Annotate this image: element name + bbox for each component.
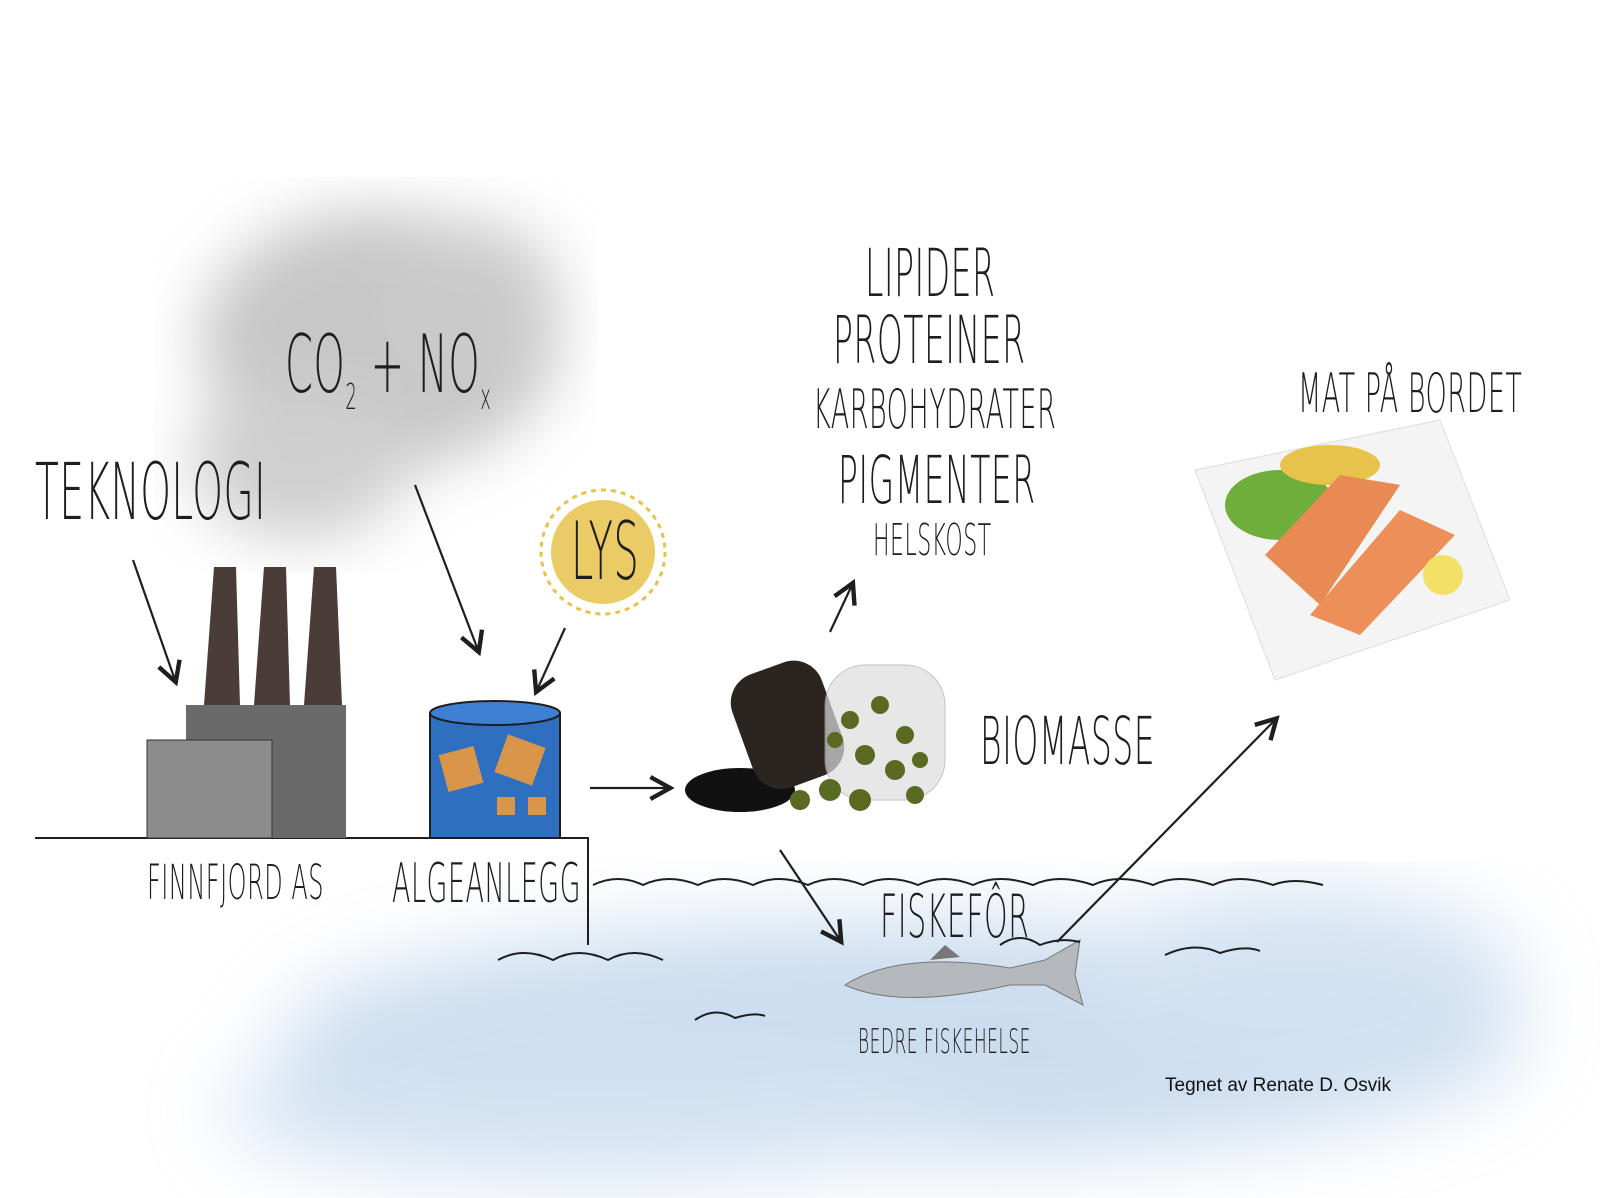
co2-label: CO [285, 318, 346, 411]
co2-subscript: 2 [345, 377, 358, 418]
algae-tank-icon [429, 700, 561, 839]
arrow-technology-to-factory [131, 559, 175, 680]
arrow-gas-to-tank [413, 484, 478, 650]
algae-plant-label: ALGEANLEGG [392, 852, 582, 915]
credit-text: Tegnet av Renate D. Osvik [1165, 1075, 1391, 1096]
health-food-label: HELSKOST [873, 515, 992, 566]
arrow-biomass-to-products [829, 585, 852, 633]
fish-feed-label: FISKEFÔR [880, 882, 1030, 952]
biomass-icon [685, 660, 946, 812]
arrow-light-to-tank [537, 627, 567, 690]
sun-icon [539, 488, 667, 616]
smoke-cloud [190, 210, 560, 540]
biomass-label: BIOMASSE [980, 703, 1156, 780]
lipids-label: LIPIDER [865, 235, 996, 312]
waves [497, 878, 1324, 1021]
factory-icon [146, 567, 346, 839]
gas-formula-label: CO2 + NOx [285, 318, 491, 418]
arrows [131, 484, 1275, 943]
finnfjord-label: FINNFJORD AS [147, 855, 324, 911]
proteins-label: PROTEINER [833, 302, 1026, 379]
salmon-plate-icon [1194, 419, 1511, 681]
technology-label: TEKNOLOGI [35, 448, 267, 538]
salmon-fish-icon [843, 939, 1084, 1006]
fish-health-label: BEDRE FISKEHELSE [858, 1022, 1031, 1062]
nox-label: NO [417, 318, 481, 411]
food-on-table-label: MAT PÅ BORDET [1298, 362, 1523, 425]
light-label: LYS [571, 505, 640, 598]
nox-subscript: x [480, 377, 492, 418]
water-area [220, 890, 1520, 1180]
carbohydrates-label: KARBOHYDRATER [813, 378, 1057, 441]
arrow-fish-to-food [1056, 720, 1275, 943]
plus-label: + [370, 318, 405, 411]
arrow-biomass-to-feed [779, 849, 840, 940]
pigments-label: PIGMENTER [838, 442, 1036, 519]
